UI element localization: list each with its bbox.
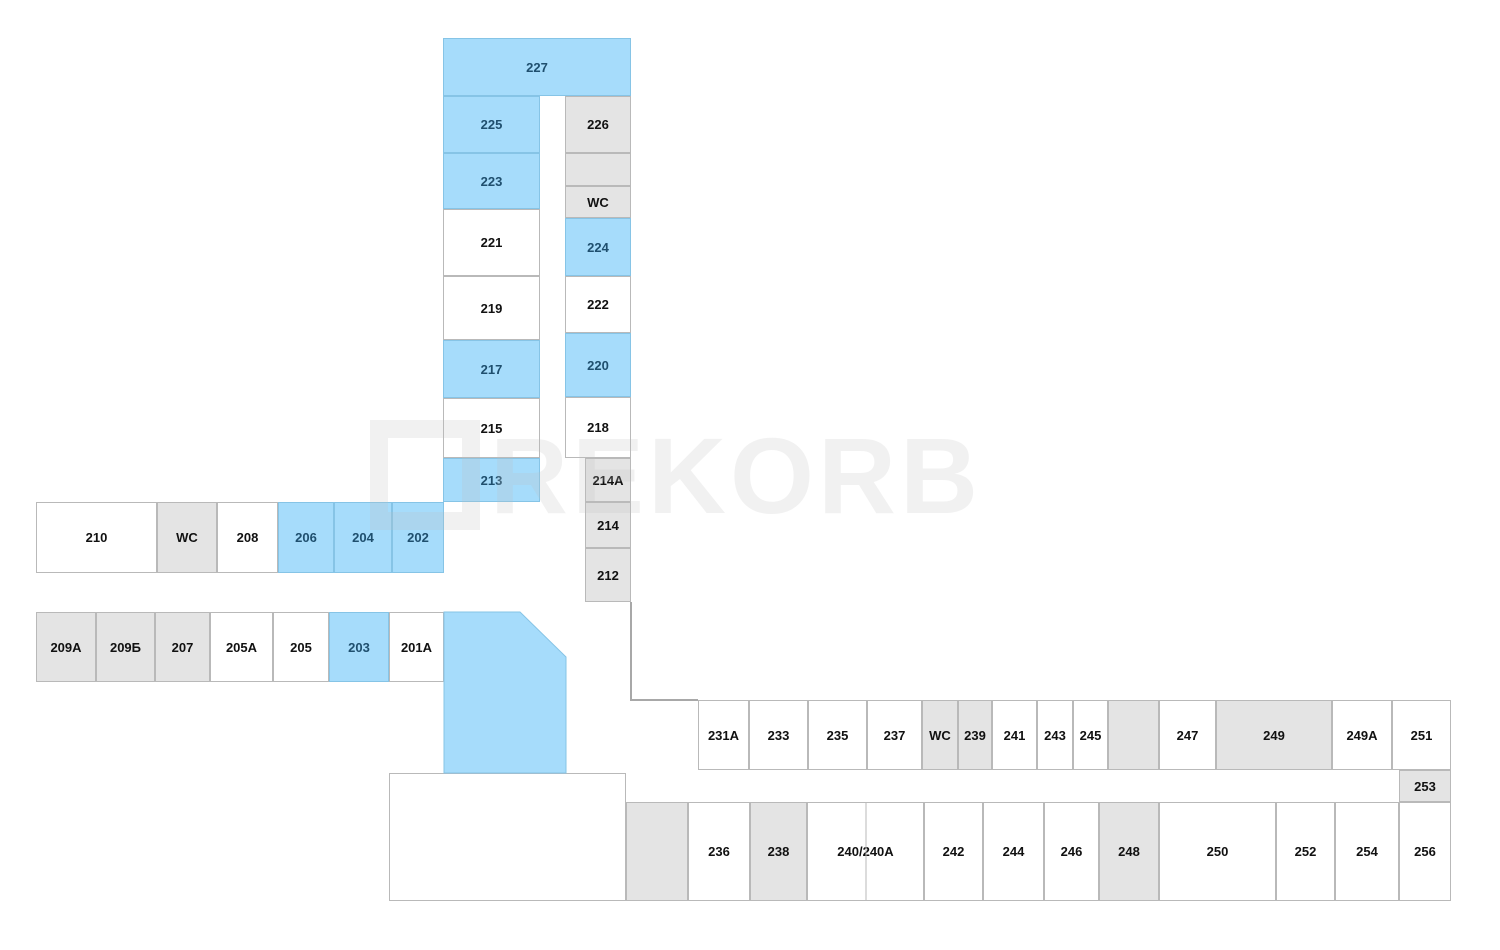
room-207[interactable]: 207 <box>155 612 210 682</box>
room-253[interactable]: 253 <box>1399 770 1451 802</box>
room-208[interactable]: 208 <box>217 502 278 573</box>
room-252[interactable]: 252 <box>1276 802 1335 901</box>
room-224[interactable]: 224 <box>565 218 631 276</box>
room-237[interactable]: 237 <box>867 700 922 770</box>
room-202[interactable]: 202 <box>392 502 444 573</box>
room-226-annex[interactable] <box>565 153 631 186</box>
room-254[interactable]: 254 <box>1335 802 1399 901</box>
room-222[interactable]: 222 <box>565 276 631 333</box>
room-236[interactable]: 236 <box>688 802 750 901</box>
room-247[interactable]: 247 <box>1159 700 1216 770</box>
room-215[interactable]: 215 <box>443 398 540 458</box>
wc-upper[interactable]: WC <box>565 186 631 218</box>
room-226[interactable]: 226 <box>565 96 631 153</box>
room-256[interactable]: 256 <box>1399 802 1451 901</box>
room-248[interactable]: 248 <box>1099 802 1159 901</box>
room-209a[interactable]: 209А <box>36 612 96 682</box>
room-unlabeled-lower[interactable] <box>626 802 688 901</box>
room-203[interactable]: 203 <box>329 612 389 682</box>
room-233[interactable]: 233 <box>749 700 808 770</box>
room-239[interactable]: 239 <box>958 700 992 770</box>
room-205a[interactable]: 205А <box>210 612 273 682</box>
room-249[interactable]: 249 <box>1216 700 1332 770</box>
room-223[interactable]: 223 <box>443 153 540 209</box>
room-214[interactable]: 214 <box>585 502 631 548</box>
room-243[interactable]: 243 <box>1037 700 1073 770</box>
room-214a[interactable]: 214А <box>585 458 631 502</box>
hall-polygon[interactable] <box>443 611 567 774</box>
room-205[interactable]: 205 <box>273 612 329 682</box>
room-251[interactable]: 251 <box>1392 700 1451 770</box>
room-219[interactable]: 219 <box>443 276 540 340</box>
room-246[interactable]: 246 <box>1044 802 1099 901</box>
room-221[interactable]: 221 <box>443 209 540 276</box>
room-218[interactable]: 218 <box>565 397 631 458</box>
room-238[interactable]: 238 <box>750 802 807 901</box>
room-242[interactable]: 242 <box>924 802 983 901</box>
room-209b[interactable]: 209Б <box>96 612 155 682</box>
room-206[interactable]: 206 <box>278 502 334 573</box>
corridor-outline <box>630 602 698 701</box>
room-249a[interactable]: 249А <box>1332 700 1392 770</box>
room-204[interactable]: 204 <box>334 502 392 573</box>
room-210[interactable]: 210 <box>36 502 157 573</box>
room-231a[interactable]: 231А <box>698 700 749 770</box>
room-250[interactable]: 250 <box>1159 802 1276 901</box>
room-213[interactable]: 213 <box>443 458 540 502</box>
wc-left[interactable]: WC <box>157 502 217 573</box>
room-217[interactable]: 217 <box>443 340 540 398</box>
room-201a[interactable]: 201А <box>389 612 444 682</box>
room-245[interactable]: 245 <box>1073 700 1108 770</box>
room-unlabeled-service[interactable] <box>1108 700 1159 770</box>
room-220[interactable]: 220 <box>565 333 631 397</box>
room-225[interactable]: 225 <box>443 96 540 153</box>
room-212[interactable]: 212 <box>585 548 631 602</box>
room-244[interactable]: 244 <box>983 802 1044 901</box>
wc-right[interactable]: WC <box>922 700 958 770</box>
room-235[interactable]: 235 <box>808 700 867 770</box>
room-227[interactable]: 227 <box>443 38 631 96</box>
room-241[interactable]: 241 <box>992 700 1037 770</box>
